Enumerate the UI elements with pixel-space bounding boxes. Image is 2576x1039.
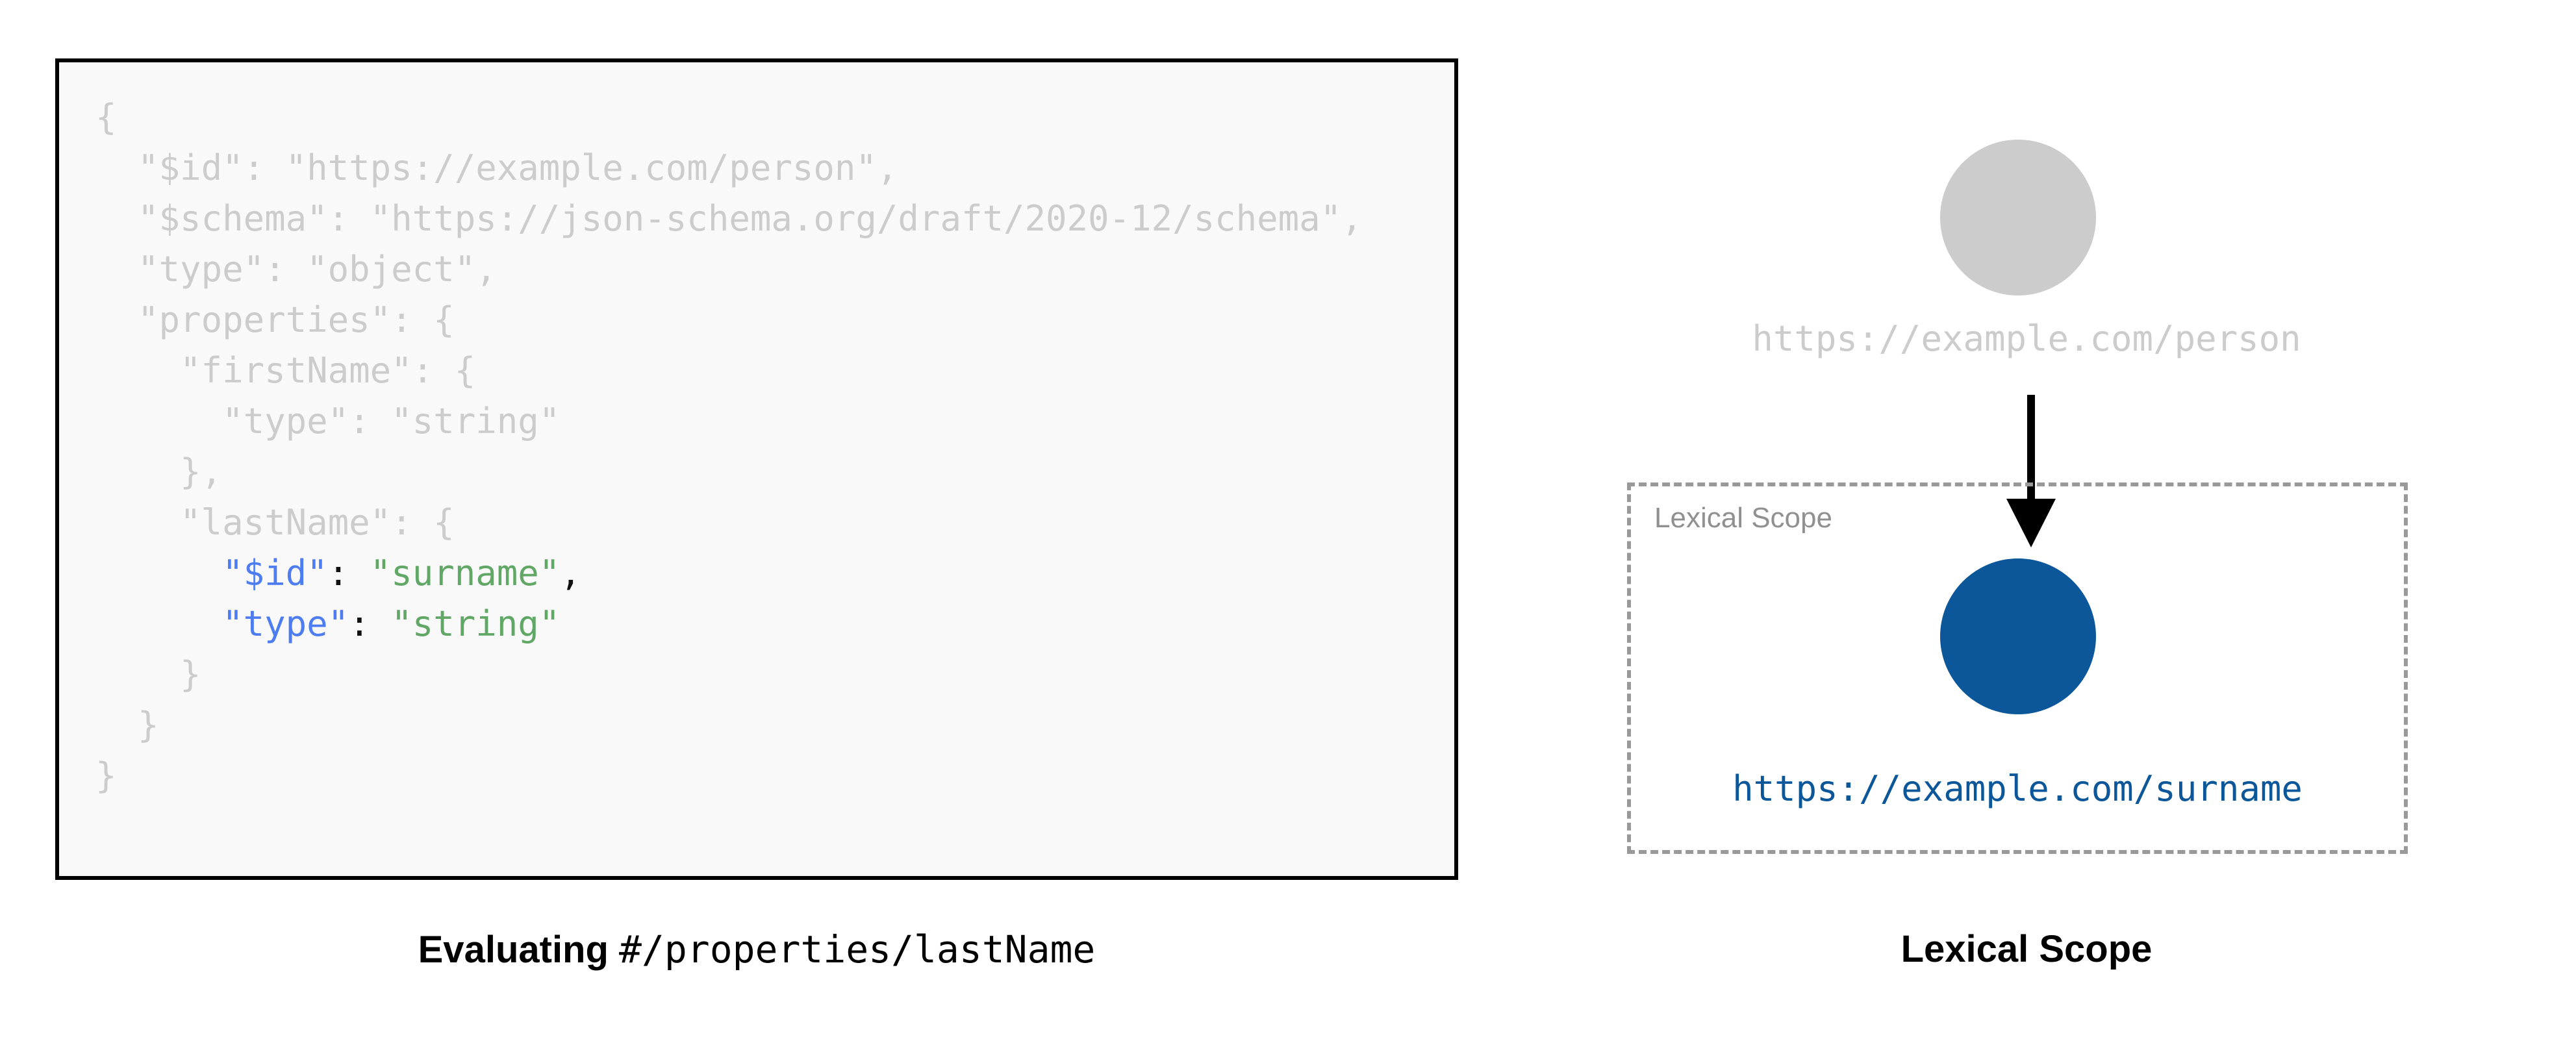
- code-token-dim: "$schema": "https://json-schema.org/draf…: [138, 198, 1363, 239]
- code-token-dim: "type": "string": [222, 401, 561, 442]
- child-node-label: https://example.com/surname: [1732, 768, 2303, 809]
- code-token-string: "surname": [370, 553, 561, 594]
- code-line: "properties": {: [95, 295, 1454, 345]
- root-node-label: https://example.com/person: [1752, 318, 2301, 359]
- code-token-key: "$id": [222, 553, 328, 594]
- code-token-dim: "type": "object",: [138, 249, 497, 290]
- code-token-dim: "lastName": {: [180, 502, 455, 543]
- code-line: "$id": "surname",: [95, 548, 1454, 599]
- code-line: }: [95, 700, 1454, 751]
- caption-left-bold: Evaluating: [418, 929, 609, 971]
- code-line: {: [95, 92, 1454, 143]
- code-token-key: "type": [222, 603, 349, 644]
- lexical-scope-box: Lexical Scope: [1627, 482, 2408, 854]
- caption-right: Lexical Scope: [1900, 928, 2153, 970]
- code-line: "type": "object",: [95, 244, 1454, 295]
- code-token-dim: "$id": "https://example.com/person",: [138, 147, 898, 188]
- code-line: "$id": "https://example.com/person",: [95, 143, 1454, 194]
- code-token-string: "string": [391, 603, 561, 644]
- json-schema-code: { "$id": "https://example.com/person", "…: [59, 62, 1454, 801]
- code-token-dim: }: [95, 755, 117, 796]
- code-line: "firstName": {: [95, 345, 1454, 396]
- code-token-dim: "firstName": {: [180, 350, 476, 391]
- child-node-circle: [1940, 558, 2096, 714]
- code-token-punc: :: [349, 603, 392, 644]
- scope-graph-panel: https://example.com/person Lexical Scope…: [1572, 58, 2481, 880]
- code-line: },: [95, 447, 1454, 497]
- code-token-punc: :: [327, 553, 370, 594]
- caption-left: Evaluating #/properties/lastName: [55, 927, 1458, 971]
- caption-left-pointer: #/properties/lastName: [619, 927, 1096, 971]
- code-line: }: [95, 751, 1454, 801]
- code-line: "type": "string": [95, 396, 1454, 447]
- code-line: "lastName": {: [95, 497, 1454, 548]
- code-token-dim: }: [180, 654, 201, 695]
- code-token-dim: {: [95, 97, 117, 138]
- lexical-scope-box-label: Lexical Scope: [1654, 502, 1832, 534]
- code-token-dim: },: [180, 451, 223, 492]
- code-line: "$schema": "https://json-schema.org/draf…: [95, 194, 1454, 244]
- root-node-circle: [1940, 140, 2096, 295]
- code-line: }: [95, 649, 1454, 700]
- code-line: "type": "string": [95, 599, 1454, 649]
- code-token-dim: "properties": {: [138, 299, 455, 340]
- code-token-dim: }: [138, 705, 159, 745]
- code-panel: { "$id": "https://example.com/person", "…: [55, 58, 1458, 880]
- code-token-punc: ,: [560, 553, 581, 594]
